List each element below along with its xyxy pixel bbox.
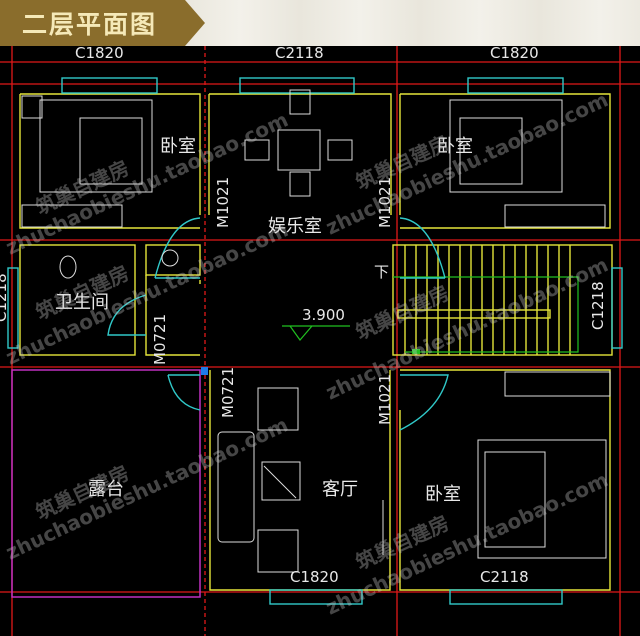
- elevation-label: 3.900: [302, 306, 345, 324]
- windows: [7, 77, 623, 605]
- column-marker: [201, 367, 208, 375]
- bed-icon: [79, 117, 143, 185]
- staircase: [393, 245, 579, 355]
- stair-down-label: 下: [374, 263, 389, 281]
- elevation-marker: 3.900: [282, 306, 350, 341]
- window-label: C1820: [490, 44, 539, 62]
- terrace-outline: [11, 369, 201, 598]
- room-label: 娱乐室: [268, 216, 322, 237]
- room-label: 卧室: [160, 136, 196, 157]
- axis-grid: [0, 46, 640, 636]
- window-label: C2118: [480, 568, 529, 586]
- door-label: M0721: [219, 367, 237, 418]
- room-label: 露台: [88, 479, 124, 500]
- window-label: C1820: [75, 44, 124, 62]
- title-banner: 二层平面图: [0, 0, 205, 46]
- page-title: 二层平面图: [22, 10, 158, 39]
- table-icon: [277, 129, 321, 171]
- window-label: C1218: [0, 273, 10, 322]
- room-label: 卧室: [425, 484, 461, 505]
- window-label: C1218: [589, 281, 607, 330]
- room-label: 卫生间: [55, 292, 109, 313]
- window-label: C1820: [290, 568, 339, 586]
- room-label: 卧室: [437, 136, 473, 157]
- door-label: M0721: [151, 314, 169, 365]
- door-label: M1021: [376, 177, 394, 228]
- window-label: C2118: [275, 44, 324, 62]
- furniture: [21, 89, 611, 573]
- room-label: 客厅: [322, 479, 358, 500]
- doors: [107, 217, 449, 431]
- door-label: M1021: [376, 374, 394, 425]
- door-label: M1021: [214, 177, 232, 228]
- sofa-icon: [217, 431, 255, 543]
